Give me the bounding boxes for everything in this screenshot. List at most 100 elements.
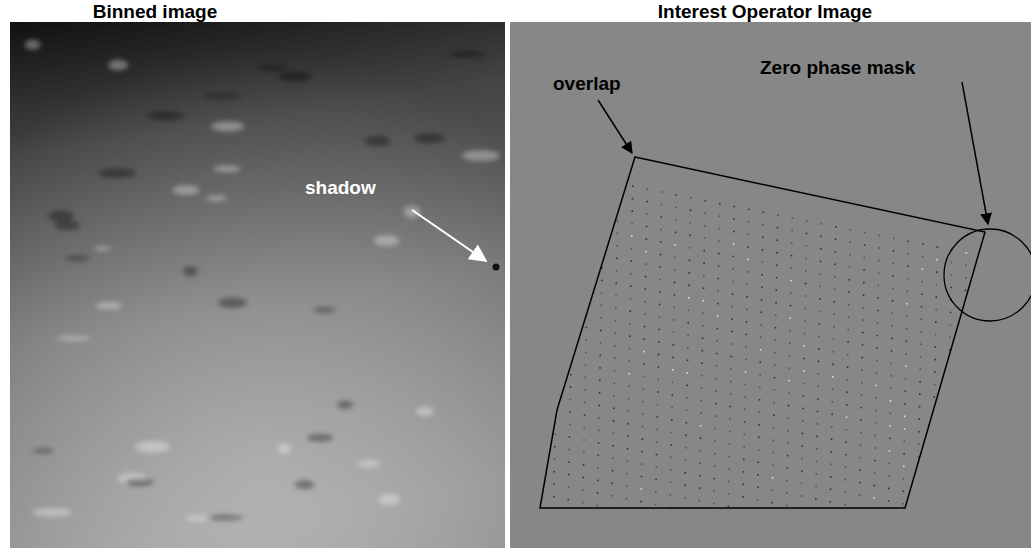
interest-point bbox=[920, 356, 922, 358]
interest-point bbox=[729, 431, 731, 433]
interest-point bbox=[617, 195, 619, 197]
interest-point bbox=[613, 408, 615, 410]
texture-blob bbox=[173, 185, 199, 195]
interest-point bbox=[671, 407, 673, 409]
interest-point bbox=[670, 494, 672, 496]
interest-point bbox=[932, 471, 934, 473]
interest-point bbox=[846, 416, 848, 418]
interest-point bbox=[718, 240, 720, 242]
interest-point bbox=[641, 476, 643, 478]
interest-point bbox=[979, 318, 981, 320]
interest-point bbox=[849, 279, 851, 281]
interest-point bbox=[570, 399, 572, 401]
interest-point bbox=[859, 469, 861, 471]
interest-point bbox=[874, 460, 876, 462]
interest-point bbox=[948, 387, 950, 389]
interest-point bbox=[558, 246, 560, 248]
interest-point bbox=[643, 363, 645, 365]
interest-point bbox=[975, 505, 977, 507]
texture-blob bbox=[257, 65, 288, 71]
leader-arrow bbox=[412, 210, 486, 261]
leader-arrow bbox=[598, 100, 632, 153]
interest-point bbox=[630, 298, 632, 300]
interest-point bbox=[893, 263, 895, 265]
interest-point bbox=[690, 210, 692, 212]
interest-point bbox=[713, 528, 715, 530]
interest-point bbox=[802, 408, 804, 410]
interest-point bbox=[878, 272, 880, 274]
interest-point bbox=[686, 385, 688, 387]
interest-point bbox=[858, 519, 860, 521]
texture-blob bbox=[125, 478, 153, 486]
interest-point bbox=[847, 366, 849, 368]
interest-point bbox=[545, 168, 547, 170]
interest-point bbox=[846, 429, 848, 431]
interest-point bbox=[644, 313, 646, 315]
interest-point bbox=[584, 402, 586, 404]
interest-point bbox=[602, 230, 604, 232]
interest-point bbox=[788, 392, 790, 394]
interest-point bbox=[686, 410, 688, 412]
interest-point bbox=[917, 493, 919, 495]
interest-point bbox=[614, 345, 616, 347]
interest-point bbox=[800, 520, 802, 522]
interest-point bbox=[599, 367, 601, 369]
interest-point bbox=[601, 292, 603, 294]
interest-point bbox=[686, 397, 688, 399]
texture-blob bbox=[98, 168, 137, 178]
interest-point bbox=[759, 412, 761, 414]
interest-point bbox=[632, 210, 634, 212]
interest-point bbox=[917, 518, 919, 520]
interest-point bbox=[661, 216, 663, 218]
interest-point bbox=[585, 352, 587, 354]
interest-point bbox=[642, 413, 644, 415]
texture-blob bbox=[449, 51, 486, 57]
texture-blob bbox=[205, 196, 227, 202]
interest-point bbox=[727, 531, 729, 533]
interest-point bbox=[962, 427, 964, 429]
interest-point bbox=[743, 459, 745, 461]
interest-point bbox=[877, 310, 879, 312]
interest-point bbox=[902, 528, 904, 530]
interest-point bbox=[771, 527, 773, 529]
interest-point bbox=[907, 278, 909, 280]
interest-point bbox=[963, 402, 965, 404]
interest-point bbox=[612, 445, 614, 447]
texture-blob bbox=[96, 302, 122, 309]
interest-point bbox=[539, 481, 541, 483]
interest-point bbox=[845, 454, 847, 456]
interest-point bbox=[978, 380, 980, 382]
interest-point bbox=[817, 386, 819, 388]
interest-point bbox=[932, 484, 934, 486]
interest-point bbox=[760, 362, 762, 364]
interest-point bbox=[757, 499, 759, 501]
texture-blob bbox=[33, 508, 72, 516]
interest-point bbox=[932, 496, 934, 498]
interest-point bbox=[762, 224, 764, 226]
interest-point bbox=[946, 487, 948, 489]
texture-blob bbox=[147, 111, 183, 120]
interest-point bbox=[554, 471, 556, 473]
interest-point bbox=[629, 360, 631, 362]
interest-point bbox=[945, 537, 947, 539]
interest-point bbox=[876, 372, 878, 374]
texture-blob bbox=[55, 220, 80, 230]
interest-point bbox=[949, 362, 951, 364]
interest-point bbox=[759, 374, 761, 376]
interest-point bbox=[903, 453, 905, 455]
interest-point bbox=[587, 277, 589, 279]
interest-point bbox=[543, 281, 545, 283]
interest-point bbox=[831, 426, 833, 428]
interest-point bbox=[645, 251, 647, 253]
interest-point bbox=[920, 331, 922, 333]
texture-blob bbox=[94, 246, 111, 250]
interest-point bbox=[834, 264, 836, 266]
interest-point bbox=[569, 449, 571, 451]
interest-point bbox=[904, 428, 906, 430]
interest-point bbox=[660, 266, 662, 268]
interest-point bbox=[919, 406, 921, 408]
interest-point bbox=[558, 271, 560, 273]
interest-point bbox=[554, 446, 556, 448]
interest-point bbox=[544, 243, 546, 245]
interest-point bbox=[802, 433, 804, 435]
